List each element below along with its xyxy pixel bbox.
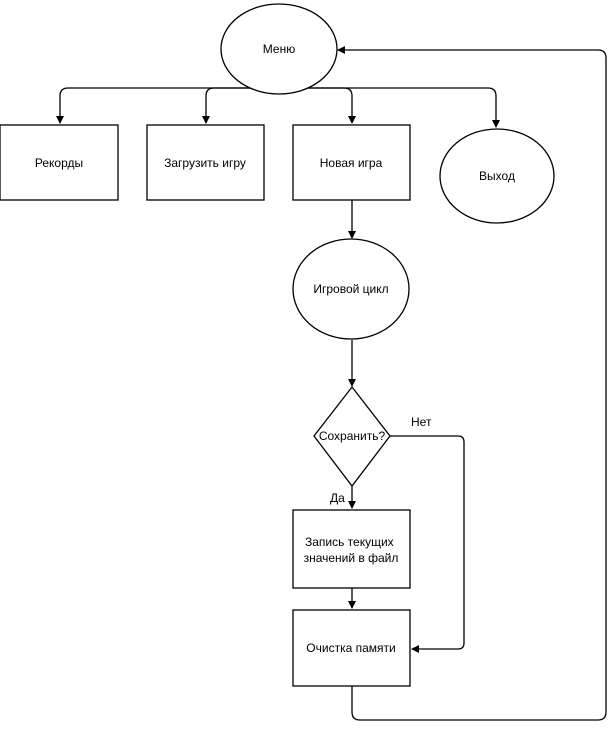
records-label: Рекорды — [35, 156, 83, 170]
new-game-node — [292, 124, 411, 201]
edges — [56, 46, 607, 721]
write-values-node — [292, 509, 411, 589]
write-values-line-1: Запись текущих — [305, 535, 394, 549]
records-node — [0, 124, 119, 201]
edge-menu-to-exit — [280, 87, 500, 128]
nodes: Меню Рекорды Загрузить игру Новая игра В… — [0, 3, 555, 687]
load-game-label: Загрузить игру — [164, 156, 246, 170]
load-game-node — [146, 124, 265, 201]
write-values-label: Запись текущих значений в файл — [304, 535, 399, 565]
no-label: Нет — [411, 415, 432, 429]
save-decision-label: Сохранить? — [319, 429, 386, 443]
edge-clear-to-menu — [337, 46, 607, 721]
exit-label: Выход — [479, 169, 515, 183]
exit-node — [439, 128, 555, 224]
save-decision-node — [313, 385, 391, 488]
clear-memory-node — [292, 609, 411, 687]
menu-node — [220, 3, 338, 95]
game-loop-label: Игровой цикл — [313, 282, 388, 296]
clear-memory-label: Очистка памяти — [306, 641, 395, 655]
game-loop-node — [292, 238, 410, 340]
yes-label: Да — [330, 491, 345, 505]
edge-labels: Да Нет — [330, 415, 432, 505]
edge-menu-to-load-game — [202, 87, 280, 124]
menu-label: Меню — [263, 42, 295, 56]
new-game-label: Новая игра — [320, 156, 383, 170]
write-values-line-2: значений в файл — [304, 551, 399, 565]
edge-menu-to-records — [56, 87, 280, 124]
edge-save-no-to-clear — [390, 435, 465, 653]
